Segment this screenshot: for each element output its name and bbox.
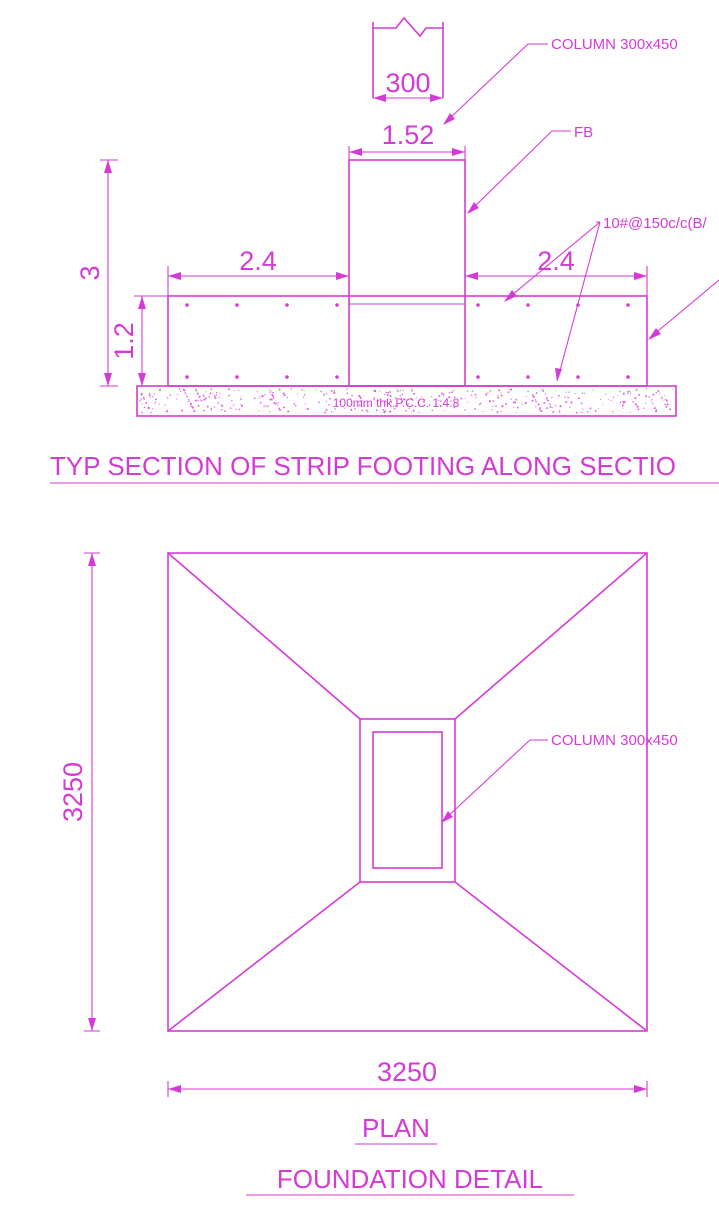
section-title: TYP SECTION OF STRIP FOOTING ALONG SECTI… bbox=[50, 451, 719, 484]
dim-column-width-text: 300 bbox=[385, 68, 430, 98]
dim-plan-width: 3250 bbox=[167, 1057, 648, 1097]
column-stub bbox=[372, 16, 444, 98]
column-label: COLUMN 300x450 bbox=[551, 36, 678, 53]
pcc-label: 100mm thk P.C.C. 1:4:8 bbox=[333, 396, 460, 410]
dim-right-projection-text: 2.4 bbox=[537, 246, 575, 276]
plan-column-leader: COLUMN 300x450 bbox=[441, 732, 678, 823]
rebar-leader: 10#@150c/c(B/ bbox=[504, 215, 707, 382]
fb-leader: FB bbox=[467, 124, 593, 214]
dim-right-projection: 2.4 bbox=[465, 246, 648, 296]
drawing-title: FOUNDATION DETAIL bbox=[246, 1164, 574, 1196]
footing-edge-leader bbox=[648, 279, 719, 340]
plan-title-text: PLAN bbox=[362, 1113, 430, 1143]
dim-footing-depth: 1.2 bbox=[109, 295, 168, 386]
dim-fb-width-text: 1.52 bbox=[382, 120, 435, 150]
dim-total-height-text: 3 bbox=[75, 265, 105, 280]
dim-left-projection: 2.4 bbox=[167, 246, 349, 296]
section-title-text: TYP SECTION OF STRIP FOOTING ALONG SECTI… bbox=[50, 451, 676, 481]
dim-plan-height: 3250 bbox=[58, 552, 100, 1032]
plan-pedestal bbox=[359, 718, 456, 883]
plan-slope-lines bbox=[167, 552, 648, 1032]
fb-label: FB bbox=[574, 124, 593, 141]
column-leader: COLUMN 300x450 bbox=[443, 36, 678, 125]
dim-footing-depth-text: 1.2 bbox=[109, 322, 139, 360]
dim-column-width: 300 bbox=[373, 68, 443, 102]
dim-left-projection-text: 2.4 bbox=[239, 246, 277, 276]
dim-plan-height-text: 3250 bbox=[58, 762, 88, 822]
dim-fb-width: 1.52 bbox=[348, 120, 466, 160]
dim-plan-width-text: 3250 bbox=[377, 1057, 437, 1087]
rebar-dots bbox=[185, 303, 630, 379]
plan-column-label: COLUMN 300x450 bbox=[551, 732, 678, 749]
plan-outline bbox=[167, 552, 648, 1032]
pcc-bed: 100mm thk P.C.C. 1:4:8 bbox=[136, 385, 677, 417]
plan-title: PLAN bbox=[355, 1113, 437, 1145]
fb-pedestal bbox=[348, 159, 466, 387]
plan-view: COLUMN 300x450 3250 3250 PLAN bbox=[58, 552, 678, 1145]
dim-total-height: 3 bbox=[75, 159, 118, 387]
pcc-hatch bbox=[139, 388, 673, 414]
plan-column bbox=[372, 731, 443, 869]
rebar-label: 10#@150c/c(B/ bbox=[603, 215, 707, 232]
section-view: 300 1.52 COLUMN 300x450 FB bbox=[50, 16, 719, 484]
footing-slab bbox=[167, 295, 648, 387]
drawing-title-text: FOUNDATION DETAIL bbox=[277, 1164, 543, 1194]
